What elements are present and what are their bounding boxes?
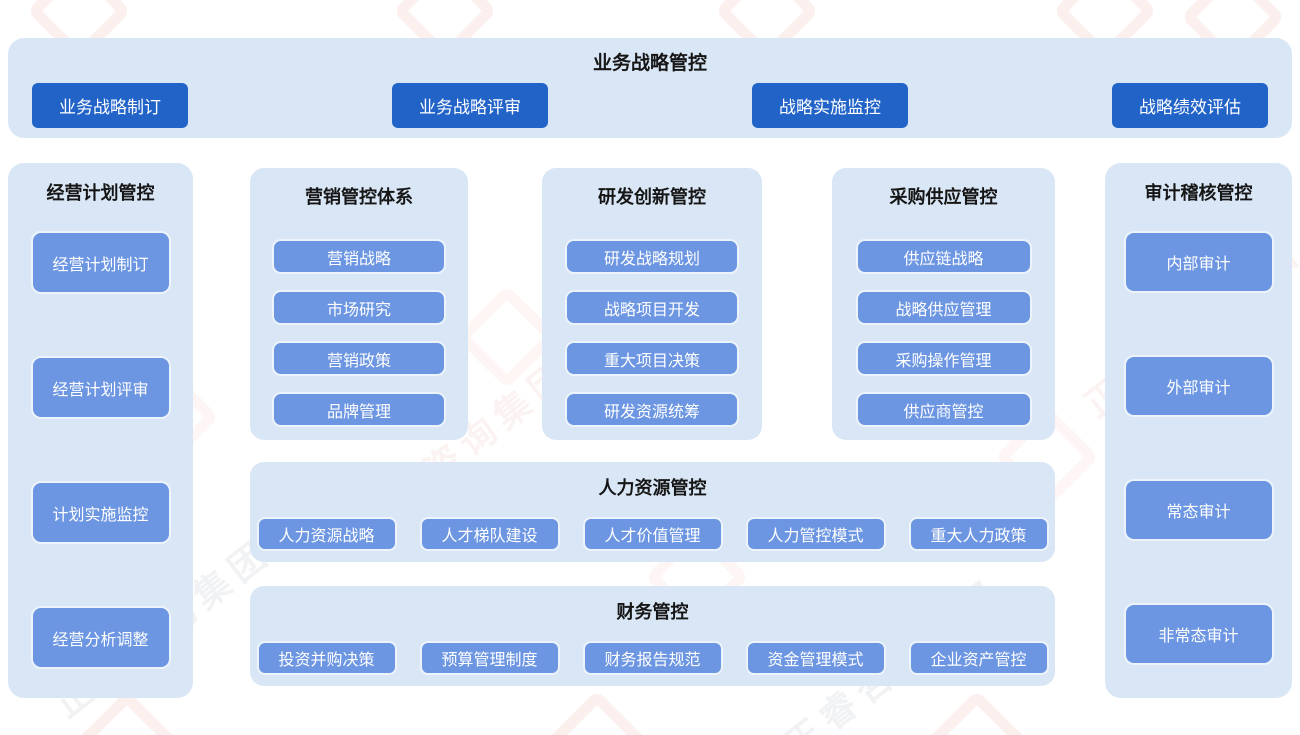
- node-financial-reporting-standards: 财务报告规范: [582, 641, 723, 675]
- panel-title: 人力资源管控: [598, 478, 707, 498]
- watermark-logo-icon: [924, 689, 1030, 735]
- node-rnd-strategy-planning: 研发战略规划: [565, 239, 739, 274]
- node-strategy-performance-evaluation: 战略绩效评估: [1112, 83, 1268, 128]
- node-strategic-supply-management: 战略供应管理: [855, 290, 1032, 325]
- panel-marketing: 营销管控体系 营销战略 市场研究 营销政策 品牌管理: [250, 168, 468, 440]
- node-major-hr-policy: 重大人力政策: [908, 517, 1049, 551]
- node-hr-strategy: 人力资源战略: [256, 517, 397, 551]
- node-nonroutine-audit: 非常态审计: [1123, 603, 1274, 665]
- panel-items: 研发战略规划 战略项目开发 重大项目决策 研发资源统筹: [565, 239, 739, 427]
- node-budget-management-system: 预算管理制度: [419, 641, 560, 675]
- node-rnd-resource-coordination: 研发资源统筹: [565, 392, 739, 427]
- node-external-audit: 外部审计: [1123, 355, 1274, 417]
- node-market-research: 市场研究: [272, 290, 446, 325]
- node-enterprise-asset-control: 企业资产管控: [908, 641, 1049, 675]
- panel-items: 供应链战略 战略供应管理 采购操作管理 供应商管控: [855, 239, 1032, 427]
- node-routine-audit: 常态审计: [1123, 479, 1274, 541]
- node-internal-audit: 内部审计: [1123, 231, 1274, 293]
- node-plan-review: 经营计划评审: [30, 356, 171, 419]
- panel-title: 营销管控体系: [305, 187, 413, 207]
- watermark-logo-icon: [544, 689, 650, 735]
- node-talent-pipeline: 人才梯队建设: [419, 517, 560, 551]
- panel-items: 内部审计 外部审计 常态审计 非常态审计: [1123, 231, 1274, 665]
- node-strategic-project-development: 战略项目开发: [565, 290, 739, 325]
- node-hr-control-model: 人力管控模式: [745, 517, 886, 551]
- node-talent-value-management: 人才价值管理: [582, 517, 723, 551]
- panel-title: 审计稽核管控: [1144, 183, 1253, 203]
- node-strategy-review: 业务战略评审: [392, 83, 548, 128]
- panel-audit: 审计稽核管控 内部审计 外部审计 常态审计 非常态审计: [1105, 163, 1292, 698]
- panel-procurement-supply: 采购供应管控 供应链战略 战略供应管理 采购操作管理 供应商管控: [832, 168, 1055, 440]
- panel-items: 营销战略 市场研究 营销政策 品牌管理: [272, 239, 446, 427]
- node-strategy-implementation-monitoring: 战略实施监控: [752, 83, 908, 128]
- panel-title: 研发创新管控: [598, 187, 706, 207]
- panel-operating-plan: 经营计划管控 经营计划制订 经营计划评审 计划实施监控 经营分析调整: [8, 163, 193, 698]
- panel-items: 投资并购决策 预算管理制度 财务报告规范 资金管理模式 企业资产管控: [256, 641, 1049, 675]
- node-supplier-control: 供应商管控: [855, 392, 1032, 427]
- panel-business-strategy: 业务战略管控 业务战略制订 业务战略评审 战略实施监控 战略绩效评估: [8, 38, 1292, 138]
- node-investment-ma-decision: 投资并购决策: [256, 641, 397, 675]
- node-procurement-operation-management: 采购操作管理: [855, 341, 1032, 376]
- banner-button-row: 业务战略制订 业务战略评审 战略实施监控 战略绩效评估: [8, 83, 1292, 128]
- node-strategy-formulation: 业务战略制订: [32, 83, 188, 128]
- node-brand-management: 品牌管理: [272, 392, 446, 427]
- panel-title: 业务战略管控: [592, 53, 707, 74]
- node-plan-monitoring: 计划实施监控: [30, 481, 171, 544]
- node-marketing-policy: 营销政策: [272, 341, 446, 376]
- node-supply-chain-strategy: 供应链战略: [855, 239, 1032, 274]
- panel-items: 经营计划制订 经营计划评审 计划实施监控 经营分析调整: [30, 231, 171, 669]
- panel-title: 财务管控: [616, 602, 689, 622]
- panel-finance: 财务管控 投资并购决策 预算管理制度 财务报告规范 资金管理模式 企业资产管控: [250, 586, 1055, 686]
- node-marketing-strategy: 营销战略: [272, 239, 446, 274]
- node-analysis-adjustment: 经营分析调整: [30, 606, 171, 669]
- node-capital-management-model: 资金管理模式: [745, 641, 886, 675]
- panel-items: 人力资源战略 人才梯队建设 人才价值管理 人力管控模式 重大人力政策: [256, 517, 1049, 551]
- node-major-project-decision: 重大项目决策: [565, 341, 739, 376]
- panel-title: 采购供应管控: [889, 187, 998, 207]
- panel-title: 经营计划管控: [46, 183, 155, 203]
- node-plan-formulation: 经营计划制订: [30, 231, 171, 294]
- panel-human-resources: 人力资源管控 人力资源战略 人才梯队建设 人才价值管理 人力管控模式 重大人力政…: [250, 462, 1055, 562]
- panel-rnd-innovation: 研发创新管控 研发战略规划 战略项目开发 重大项目决策 研发资源统筹: [542, 168, 762, 440]
